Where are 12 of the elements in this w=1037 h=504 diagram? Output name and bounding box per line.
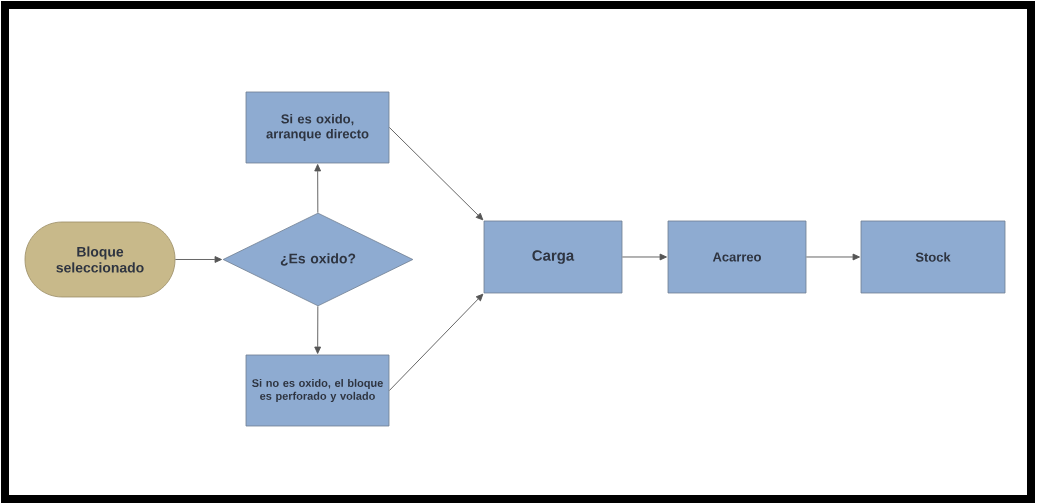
process-box: Si es oxido, arranque directo [245, 91, 390, 164]
process-box: Si no es oxido, el bloque es perforado y volado [245, 354, 390, 427]
arrow [805, 253, 860, 261]
arrow [314, 305, 322, 354]
process-box: Carga [483, 220, 623, 294]
process-box: Stock [860, 220, 1006, 294]
arrow [174, 256, 222, 263]
arrow [621, 253, 667, 261]
arrow [388, 293, 484, 391]
arrow [388, 127, 484, 221]
arrow [314, 164, 322, 214]
process-box: Acarreo [667, 220, 807, 294]
